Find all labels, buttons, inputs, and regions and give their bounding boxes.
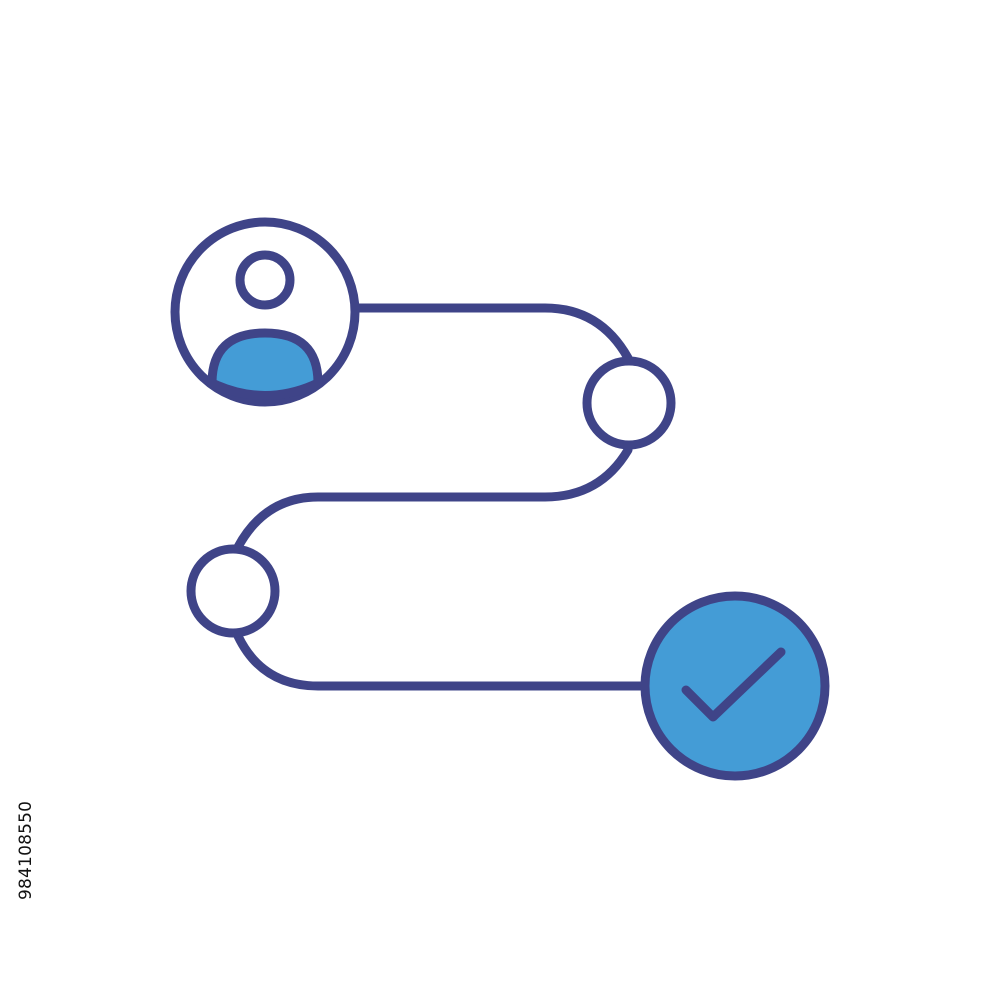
user-avatar-icon [170,217,360,407]
journey-path-line [351,303,633,363]
checkmark-icon [640,591,830,781]
journey-path-line [233,445,633,552]
stock-id-label: 984108550 [16,800,36,900]
waypoint-circle-icon [582,356,676,450]
journey-path-line [233,631,647,691]
waypoint-circle-icon [186,544,280,638]
